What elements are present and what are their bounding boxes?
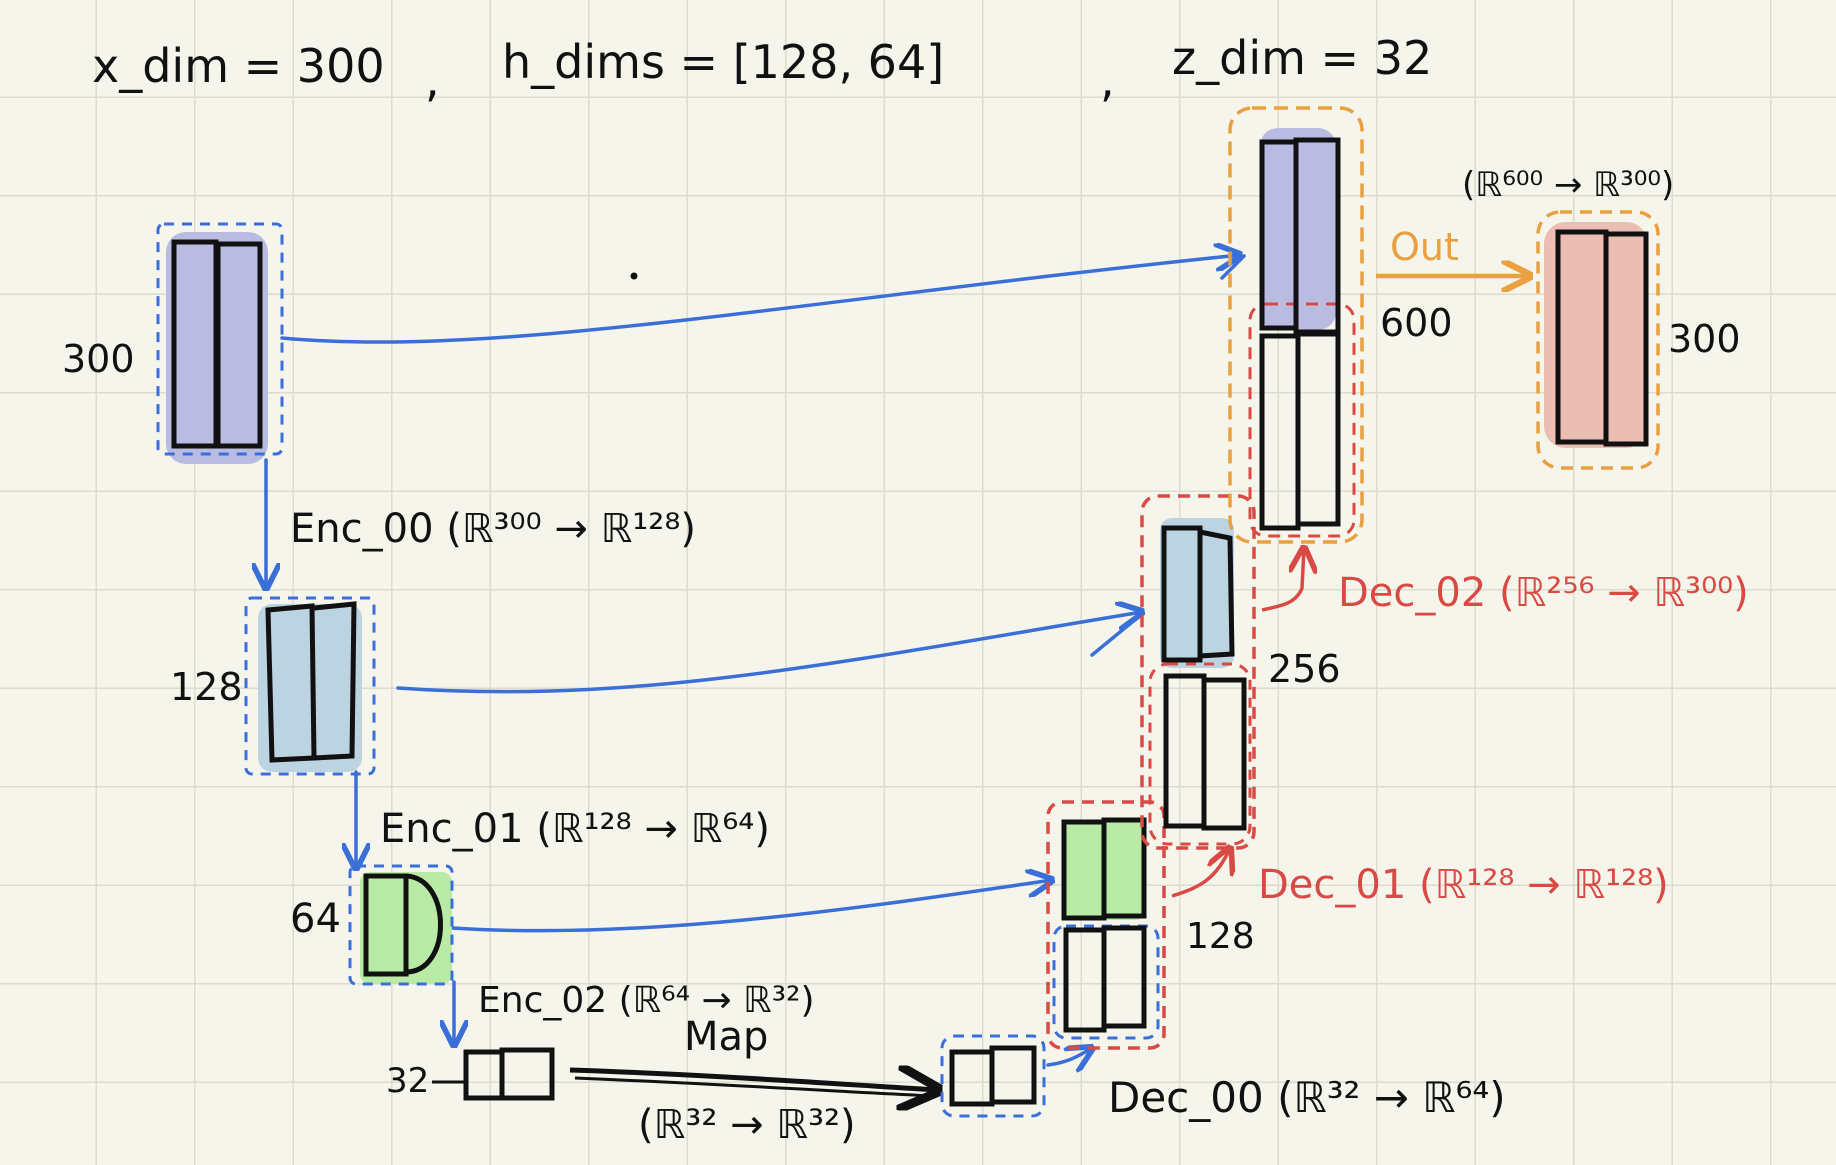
- map-arrow-group: Map (ℝ³² → ℝ³²): [569, 1014, 938, 1148]
- hidden128-size-label: 128: [170, 665, 243, 709]
- input-vector-right: [215, 241, 263, 449]
- enc02-label: Enc_02 (ℝ⁶⁴ → ℝ³²): [478, 980, 815, 1021]
- hidden64-dashed-group: [348, 864, 454, 986]
- output-vector-right: [1603, 231, 1649, 447]
- mapped-latent-vector-right: [989, 1045, 1037, 1105]
- dec256-skip-vector-left: [1161, 525, 1203, 663]
- hidden-128-block: 128: [170, 596, 376, 776]
- dec256-skip-vector-right: [1199, 529, 1235, 659]
- dec00-up-arrow: [1046, 1048, 1092, 1065]
- dec600-orange-group: [1228, 106, 1364, 544]
- dec00-label: Dec_00 (ℝ³² → ℝ⁶⁴): [1108, 1073, 1506, 1122]
- enc01-label: Enc_01 (ℝ¹²⁸ → ℝ⁶⁴): [380, 806, 770, 852]
- skip-arrow-128: [396, 612, 1142, 694]
- dec256-red-group: [1140, 494, 1256, 850]
- decoder-128-block: 128: [1046, 800, 1255, 1050]
- output-fill: [1544, 222, 1648, 448]
- map-sublabel: (ℝ³² → ℝ³²): [638, 1102, 856, 1148]
- hidden128-fill: [258, 604, 362, 772]
- dec256-size-label: 256: [1268, 647, 1341, 691]
- z-dim-label: z_dim = 32: [1172, 31, 1432, 85]
- hidden64-size-label: 64: [290, 896, 341, 942]
- decoder-600-block: 600: [1228, 106, 1453, 544]
- dec128-skip-vector-right: [1101, 817, 1147, 919]
- dec128-red-group: [1046, 800, 1166, 1050]
- enc00-label: Enc_00 (ℝ³⁰⁰ → ℝ¹²⁸): [290, 506, 696, 552]
- input-block: 300: [62, 222, 284, 464]
- dec256-red-inner-group: [1148, 662, 1252, 846]
- out-label: Out: [1390, 225, 1459, 269]
- dec256-up-vector-left: [1163, 673, 1207, 829]
- output-section: (ℝ⁶⁰⁰ → ℝ³⁰⁰) Out 300: [1376, 165, 1741, 470]
- hidden128-vector-right: [313, 601, 357, 761]
- latent-size-label: 32: [386, 1061, 429, 1101]
- decoder-256-block: 256: [1140, 494, 1341, 850]
- hidden-64-block: 64: [290, 864, 454, 986]
- dec256-up-vector-right: [1201, 677, 1247, 831]
- dec01-label: Dec_01 (ℝ¹²⁸ → ℝ¹²⁸): [1258, 862, 1669, 908]
- stray-dot: [630, 272, 638, 280]
- encoder-down-arrows: [266, 458, 1092, 1065]
- input-dashed-group: [156, 222, 284, 456]
- skip-arrow-64: [450, 880, 1052, 933]
- latent-vector-right: [499, 1047, 555, 1101]
- hidden64-vector-left: [363, 873, 409, 977]
- dec02-arrow: [1261, 548, 1304, 612]
- map-label: Map: [684, 1014, 768, 1060]
- skip-arrow-300: [280, 255, 1240, 344]
- mapped-latent-vector-left: [949, 1049, 995, 1107]
- skip-connections: [280, 254, 1246, 933]
- dec01-arrow: [1171, 848, 1230, 898]
- output-mapping-label: (ℝ⁶⁰⁰ → ℝ³⁰⁰): [1462, 165, 1674, 205]
- hidden128-dashed-group: [244, 596, 376, 776]
- dec02-label: Dec_02 (ℝ²⁵⁶ → ℝ³⁰⁰): [1338, 570, 1749, 616]
- header: x_dim = 300 , h_dims = [128, 64] , z_dim…: [92, 31, 1432, 107]
- map-arrow-second-stroke: [574, 1076, 933, 1098]
- latent-block: 32: [386, 1047, 555, 1101]
- dec600-size-label: 600: [1380, 301, 1453, 345]
- mapped-latent-dashed-group: [940, 1034, 1046, 1118]
- map-arrow: [569, 1070, 938, 1090]
- dec600-up-vector-right: [1295, 331, 1341, 527]
- header-separator-2: ,: [1100, 53, 1115, 107]
- input-size-label: 300: [62, 337, 135, 381]
- x-dim-label: x_dim = 300: [92, 39, 385, 93]
- dec128-size-label: 128: [1186, 916, 1255, 957]
- dec256-skip-fill: [1160, 518, 1234, 668]
- output-size-label: 300: [1668, 317, 1741, 361]
- header-separator-1: ,: [425, 53, 440, 107]
- h-dims-label: h_dims = [128, 64]: [502, 35, 944, 89]
- latent-vector-left: [463, 1049, 505, 1101]
- dec128-up-vector-left: [1063, 927, 1107, 1033]
- skip-arrow-128-accent: [1090, 612, 1144, 657]
- hidden64-vector-right: [405, 873, 443, 975]
- skip-arrow-300-accent: [1220, 254, 1246, 280]
- dec128-up-vector-right: [1101, 925, 1147, 1029]
- dec600-up-vector-left: [1259, 333, 1301, 531]
- mapped-latent-block: [940, 1034, 1046, 1118]
